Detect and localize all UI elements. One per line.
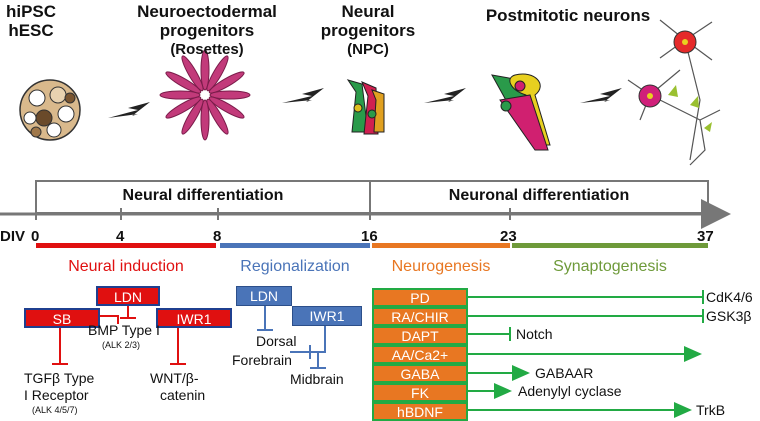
stage-line: hiPSC [5, 2, 57, 21]
midbrain-label: Midbrain [290, 371, 344, 387]
target-label: TrkB [696, 402, 726, 418]
phase-bar-induction [36, 243, 216, 248]
stage-line: Postmitotic neurons [485, 6, 651, 25]
phase-bar-neurogenesis [372, 243, 510, 248]
bracket-neuronal-differentiation: Neuronal differentiation [369, 180, 709, 214]
bmp-label: BMP Type I [88, 322, 160, 338]
stage-stem-cells: hiPSC hESC [0, 2, 62, 40]
dorsal-label: Dorsal [256, 333, 297, 349]
timeline-div-label: DIV [0, 228, 26, 245]
factor-box: hBDNF [372, 402, 468, 421]
stage-line: progenitors [159, 21, 255, 40]
ldn-box: LDN [96, 286, 160, 306]
stage-line: progenitors [320, 21, 416, 40]
rosette-icon [159, 49, 251, 141]
target-label: Adenylyl cyclase [518, 383, 622, 399]
bracket-neural-differentiation: Neural differentiation [35, 180, 371, 214]
factor-box: AA/Ca2+ [372, 345, 468, 364]
regional-inhibition-lines [257, 304, 326, 369]
tgf-label: I Receptor [24, 387, 89, 403]
bmp-alk-label: (ALK 2/3) [102, 340, 141, 350]
phase-label-synaptogenesis: Synaptogenesis [553, 258, 667, 275]
iwr1-region-box: IWR1 [292, 306, 362, 326]
forebrain-label: Forebrain [232, 352, 292, 368]
stage-npc: Neural progenitors (NPC) [318, 2, 418, 59]
factor-box: FK [372, 383, 468, 402]
phase-bar-synaptogenesis [512, 243, 708, 248]
tick-label: 8 [213, 228, 222, 245]
factor-box: PD [372, 288, 468, 307]
target-label: GSK3β [706, 308, 752, 324]
stage-line: Neural [341, 2, 395, 21]
sb-box: SB [24, 308, 100, 328]
factor-box: RA/CHIR [372, 307, 468, 326]
wnt-label: WNT/β- [150, 370, 199, 386]
factor-box: GABA [372, 364, 468, 383]
wnt-label: catenin [160, 387, 206, 403]
tick-label: 23 [500, 228, 517, 245]
stage-postmitotic: Postmitotic neurons [478, 6, 658, 25]
iwr1-box: IWR1 [156, 308, 232, 328]
stage-line: (NPC) [347, 41, 389, 58]
neurogenesis-arrows [468, 290, 704, 418]
stem-cell-colony-icon [19, 79, 81, 141]
ldn-region-box: LDN [236, 286, 292, 306]
neuron-cluster-icon [491, 73, 551, 151]
phase-label-regionalization: Regionalization [240, 258, 350, 275]
npc-cluster-icon [346, 79, 385, 135]
tgf-alk-label: (ALK 4/5/7) [32, 405, 78, 415]
tick-label: 4 [116, 228, 125, 245]
factor-box: DAPT [372, 326, 468, 345]
target-label: CdK4/6 [706, 289, 753, 305]
stage-line: Neuroectodermal [137, 2, 277, 21]
stage-rosettes: Neuroectodermal progenitors (Rosettes) [128, 2, 286, 59]
tick-label: 16 [361, 228, 378, 245]
target-label: Notch [516, 326, 553, 342]
tick-label: 0 [31, 228, 40, 245]
progression-arrow-icon [108, 88, 622, 118]
bracket-label: Neural differentiation [122, 187, 284, 204]
stage-line: hESC [8, 21, 54, 40]
induction-inhibition-lines [52, 304, 186, 365]
stage-line: (Rosettes) [170, 41, 244, 58]
phase-label-induction: Neural induction [68, 258, 184, 275]
target-label: GABAAR [535, 365, 594, 381]
synaptic-neurons-icon [627, 19, 721, 166]
tgf-label: TGFβ Type [24, 370, 95, 386]
phase-label-neurogenesis: Neurogenesis [391, 258, 491, 275]
bracket-label: Neuronal differentiation [448, 187, 630, 204]
tick-label: 37 [697, 228, 714, 245]
phase-bar-regionalization [220, 243, 370, 248]
